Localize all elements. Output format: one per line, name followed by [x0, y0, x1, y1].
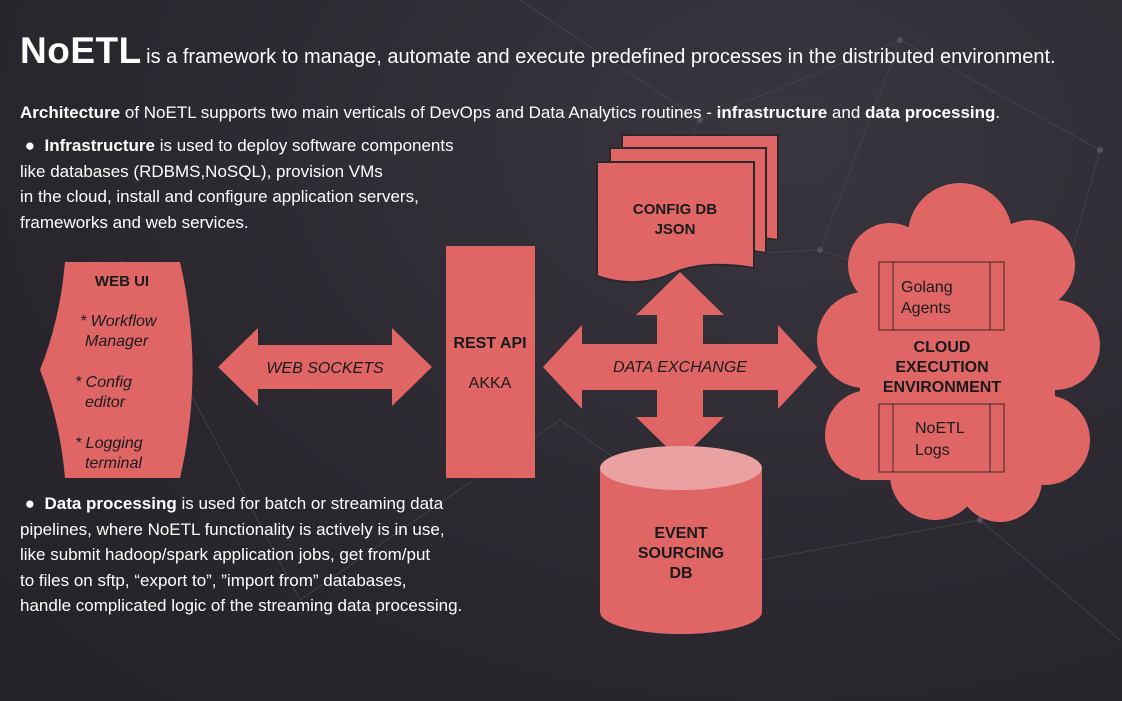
web-sockets-label: WEB SOCKETS	[266, 360, 384, 377]
data-processing-line3: like submit hadoop/spark application job…	[20, 545, 431, 564]
rest-api-node: REST API AKKA	[446, 246, 535, 478]
arch-w3: data processing	[865, 103, 996, 122]
arch-w2: infrastructure	[716, 103, 828, 122]
rest-api-title: REST API	[453, 335, 526, 352]
rest-api-sub: AKKA	[469, 375, 512, 392]
noetl-logs-box: NoETL Logs	[878, 403, 1005, 473]
bullet-icon: ●	[24, 136, 36, 155]
data-processing-term: Data processing	[44, 494, 177, 513]
infrastructure-paragraph: ● Infrastructure is used to deploy softw…	[20, 133, 454, 235]
agents-line2: Agents	[901, 300, 951, 317]
page-title: NoETL is a framework to manage, automate…	[20, 30, 1056, 72]
cloud-execution-node: Golang Agents CLOUD EXECUTION ENVIRONMEN…	[817, 183, 1100, 522]
web-ui-node: WEB UI * Workflow Manager * Config edito…	[40, 262, 193, 478]
logs-line2: Logs	[915, 442, 950, 459]
data-exchange-arrow: DATA EXCHANGE	[543, 272, 817, 460]
brand-name: NoETL	[20, 30, 142, 71]
cloud-line1: CLOUD	[914, 339, 971, 356]
web-ui-item1b: Manager	[85, 333, 149, 350]
cloud-line2: EXECUTION	[895, 359, 988, 376]
arch-t2: and	[827, 103, 866, 122]
web-ui-item3b: terminal	[85, 455, 142, 472]
web-ui-item1a: * Workflow	[80, 313, 158, 330]
infrastructure-line4: frameworks and web services.	[20, 212, 249, 232]
bullet-icon: ●	[24, 494, 36, 513]
data-processing-line5: handle complicated logic of the streamin…	[20, 596, 463, 615]
architecture-summary: Architecture of NoETL supports two main …	[20, 103, 1000, 123]
web-ui-title: WEB UI	[95, 273, 149, 290]
config-db-node: CONFIG DB JSON	[596, 134, 779, 284]
data-processing-paragraph: ● Data processing is used for batch or s…	[20, 491, 462, 619]
infrastructure-line3: in the cloud, install and configure appl…	[20, 187, 419, 206]
data-processing-line4: to files on sftp, “export to”, ”import f…	[20, 570, 407, 590]
infrastructure-term: Infrastructure	[44, 136, 155, 155]
config-db-line1: CONFIG DB	[633, 201, 717, 218]
web-ui-item3a: * Logging	[75, 435, 143, 452]
arch-t3: .	[995, 103, 1001, 122]
event-db-line2: SOURCING	[638, 545, 724, 562]
arch-w1: Architecture	[20, 103, 121, 122]
infrastructure-line2: like databases (RDBMS,NoSQL), provision …	[20, 161, 383, 181]
data-processing-line2: pipelines, where NoETL functionality is …	[20, 519, 445, 539]
logs-line1: NoETL	[915, 420, 965, 437]
agents-line1: Golang	[901, 279, 953, 296]
event-db-line3: DB	[669, 565, 692, 582]
web-sockets-arrow: WEB SOCKETS	[218, 328, 432, 406]
event-sourcing-db-node: EVENT SOURCING DB	[600, 446, 762, 634]
web-ui-item2a: * Config	[75, 374, 132, 391]
data-processing-line1: is used for batch or streaming data	[176, 494, 444, 513]
event-db-line1: EVENT	[654, 525, 708, 542]
data-exchange-label: DATA EXCHANGE	[613, 359, 747, 376]
cloud-line3: ENVIRONMENT	[883, 379, 1001, 396]
arch-t1: of NoETL supports two main verticals of …	[120, 103, 717, 122]
infrastructure-line1: is used to deploy software components	[155, 136, 454, 155]
web-ui-item2b: editor	[85, 394, 126, 411]
tagline: is a framework to manage, automate and e…	[146, 46, 1056, 68]
config-db-line2: JSON	[655, 221, 696, 238]
golang-agents-box: Golang Agents	[878, 261, 1005, 331]
